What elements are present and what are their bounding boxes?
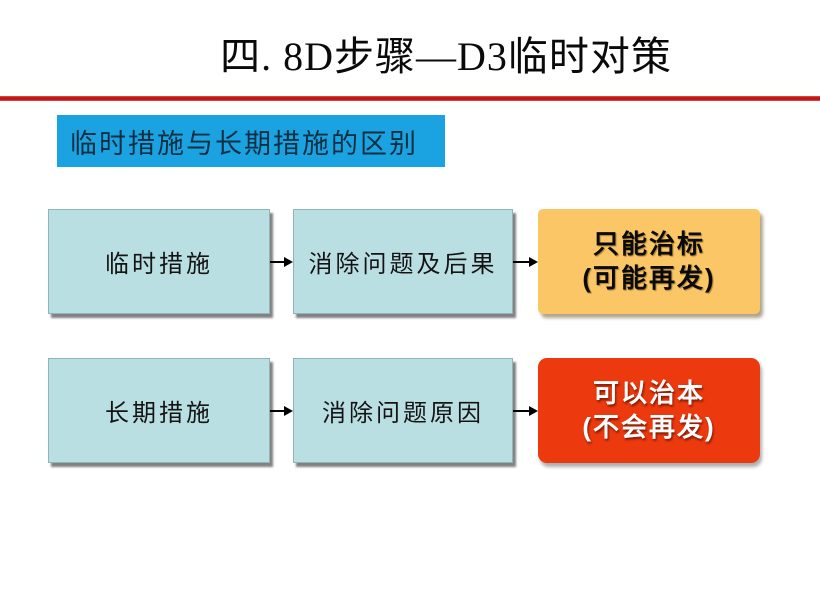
node-label: 临时措施 — [105, 252, 213, 278]
arrow-right-icon — [513, 209, 538, 314]
flow-row-temporary: 临时措施 消除问题及后果 只能治标 (可能再发) — [48, 209, 760, 314]
node-result-root: 可以治本 (不会再发) — [538, 358, 760, 463]
node-label: 长期措施 — [105, 401, 213, 427]
node-result-symptom: 只能治标 (可能再发) — [538, 209, 760, 314]
title-divider-line — [0, 96, 820, 101]
slide-title: 四. 8D步骤—D3临时对策 — [220, 34, 672, 79]
arrow-right-icon — [513, 358, 538, 463]
result-line: (可能再发) — [582, 262, 716, 293]
node-label: 消除问题及后果 — [308, 252, 498, 278]
node-temporary-measure: 临时措施 — [48, 209, 270, 314]
result-line: (不会再发) — [582, 411, 716, 442]
result-line: 只能治标 — [592, 228, 705, 259]
node-eliminate-effect: 消除问题及后果 — [293, 209, 513, 314]
arrow-right-icon — [270, 358, 293, 463]
flow-row-longterm: 长期措施 消除问题原因 可以治本 (不会再发) — [48, 358, 760, 463]
arrow-right-icon — [270, 209, 293, 314]
result-line: 可以治本 — [592, 377, 705, 408]
node-label: 消除问题原因 — [322, 401, 484, 427]
section-label: 临时措施与长期措施的区别 — [57, 115, 445, 167]
node-longterm-measure: 长期措施 — [48, 358, 270, 463]
node-eliminate-cause: 消除问题原因 — [293, 358, 513, 463]
